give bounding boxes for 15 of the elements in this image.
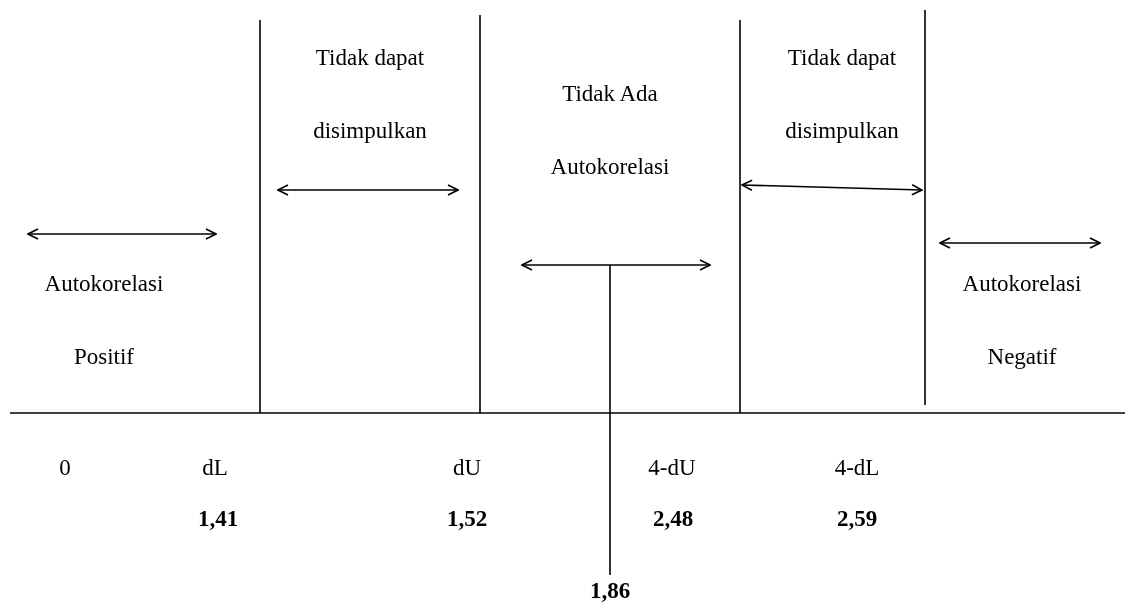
axis-tick-label: dL: [202, 453, 228, 482]
value-label: 1,86: [589, 576, 631, 605]
value-label: 1,41: [197, 504, 239, 533]
value-label: 1,52: [446, 504, 488, 533]
value-label: 2,48: [652, 504, 694, 533]
region-label: Autokorelasi Positif: [44, 270, 164, 371]
region-label: Tidak dapat disimpulkan: [784, 44, 900, 145]
axis-tick-label: 4-dU: [648, 453, 696, 482]
region-label: Autokorelasi Negatif: [962, 270, 1082, 371]
region-label: Tidak dapat disimpulkan: [312, 44, 428, 145]
axis-tick-label: dU: [452, 453, 482, 482]
region-label: Tidak Ada Autokorelasi: [550, 80, 670, 181]
axis-tick-label: 0: [59, 453, 71, 482]
axis-tick-label: 4-dL: [834, 453, 880, 482]
value-label: 2,59: [836, 504, 878, 533]
